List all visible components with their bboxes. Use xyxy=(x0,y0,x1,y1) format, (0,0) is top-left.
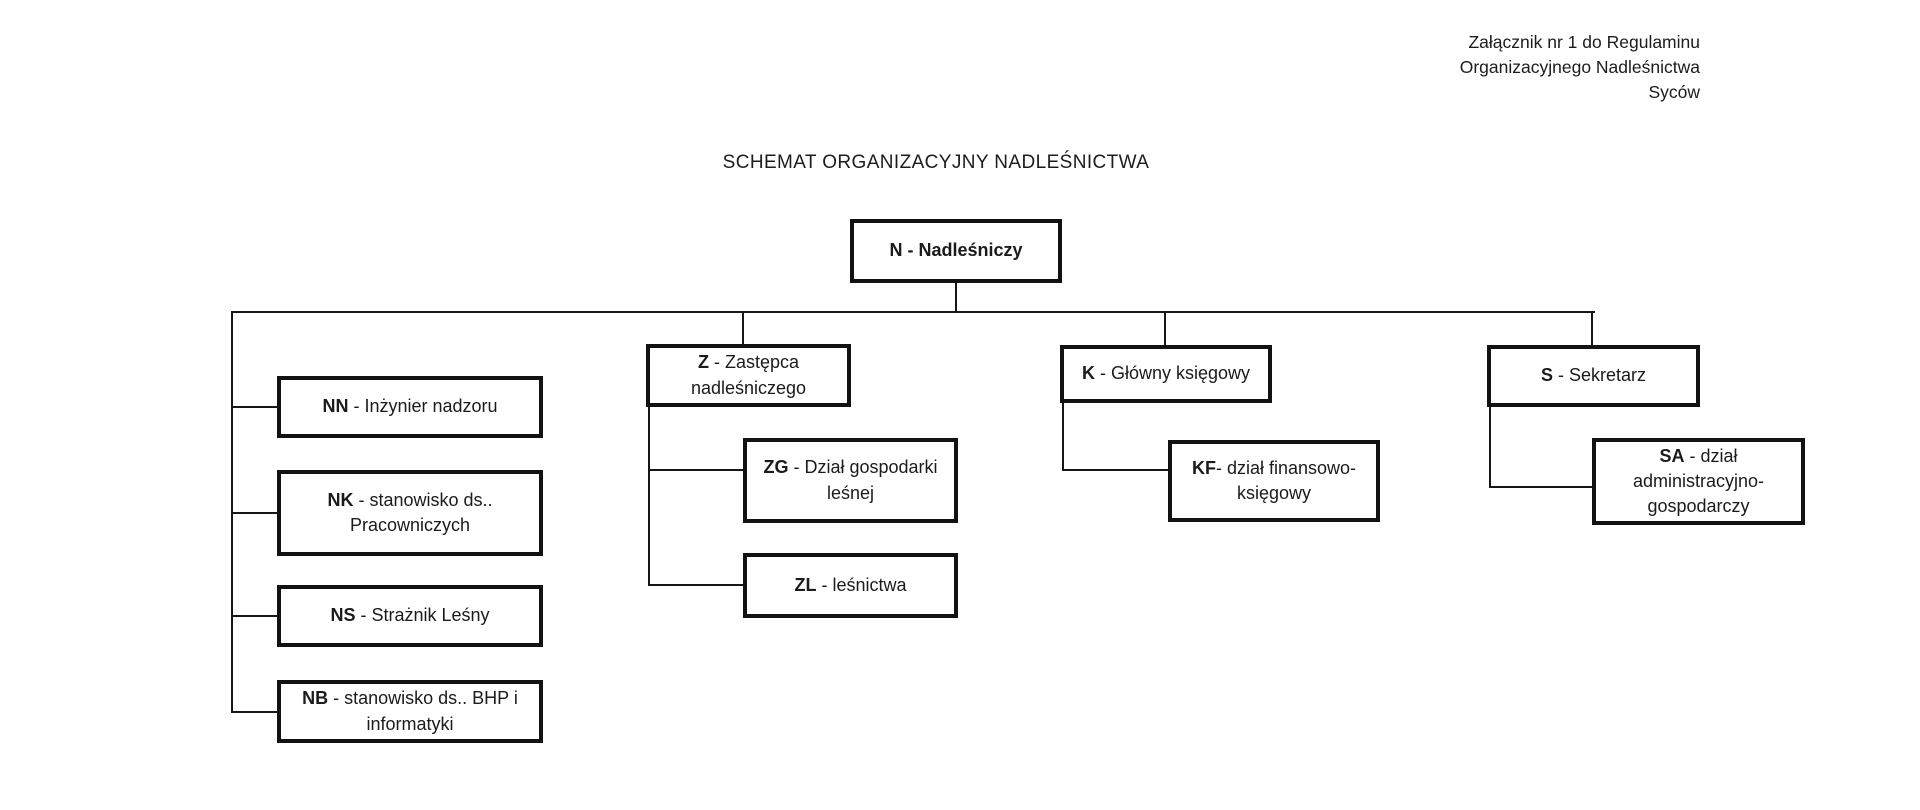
page-title: SCHEMAT ORGANIZACYJNY NADLEŚNICTWA xyxy=(722,152,1150,173)
org-node-k-label: K - Główny księgowy xyxy=(1082,361,1250,386)
org-node-sa: SA - dział administracyjno-gospodarczy xyxy=(1592,438,1805,525)
connector-k-spine xyxy=(1062,403,1064,471)
org-node-ns-code: NS xyxy=(330,605,356,626)
connector-main-bus xyxy=(231,311,1595,313)
org-node-k-code: K xyxy=(1081,363,1095,384)
attachment-note-line-3: Syców xyxy=(1648,81,1700,102)
org-node-nk-label: NK - stanowisko ds.. Pracowniczych xyxy=(289,488,531,538)
connector-stub-nn xyxy=(231,406,277,408)
attachment-note-line-1: Załącznik nr 1 do Regulaminu xyxy=(1468,32,1700,52)
org-node-z-code: Z xyxy=(697,352,709,373)
connector-s-spine xyxy=(1489,407,1491,488)
org-node-s-rest: - Sekretarz xyxy=(1552,365,1647,386)
org-node-zg: ZG - Dział gospodarki leśnej xyxy=(743,438,958,523)
org-node-zg-label: ZG - Dział gospodarki leśnej xyxy=(755,455,946,505)
org-node-sa-rest: - dział administracyjno-gospodarczy xyxy=(1632,445,1765,517)
connector-stub-zl xyxy=(648,584,743,586)
org-node-kf: KF- dział finansowo-księgowy xyxy=(1168,440,1380,522)
org-node-k: K - Główny księgowy xyxy=(1060,345,1272,403)
org-node-nb-label: NB - stanowisko ds.. BHP i informatyki xyxy=(289,686,531,736)
org-node-n-code: N xyxy=(889,240,903,261)
connector-stub-nb xyxy=(231,711,277,713)
org-node-nb-rest: - stanowisko ds.. BHP i informatyki xyxy=(328,688,518,734)
org-node-nb: NB - stanowisko ds.. BHP i informatyki xyxy=(277,680,543,743)
org-node-s-label: S - Sekretarz xyxy=(1541,363,1646,388)
org-node-sa-code: SA xyxy=(1659,445,1685,466)
connector-z-spine xyxy=(648,407,650,586)
org-node-ns-label: NS - Strażnik Leśny xyxy=(330,603,489,628)
org-node-zl-rest: - leśnictwa xyxy=(816,574,907,595)
org-node-nk-rest: - stanowisko ds.. Pracowniczych xyxy=(349,489,493,535)
org-node-z: Z - Zastępca nadleśniczego xyxy=(646,344,851,407)
org-node-nk: NK - stanowisko ds.. Pracowniczych xyxy=(277,470,543,556)
org-node-zl-code: ZL xyxy=(794,574,817,595)
org-node-zl: ZL - leśnictwa xyxy=(743,553,958,618)
org-node-kf-code: KF xyxy=(1191,457,1216,478)
org-node-z-label: Z - Zastępca nadleśniczego xyxy=(658,350,839,400)
connector-k-drop xyxy=(1164,311,1166,345)
org-node-nb-code: NB xyxy=(302,688,329,709)
attachment-note: Załącznik nr 1 do Regulaminu Organizacyj… xyxy=(1200,30,1700,105)
attachment-note-line-2: Organizacyjnego Nadleśnictwa xyxy=(1459,56,1700,77)
connector-stub-kf xyxy=(1062,469,1168,471)
org-node-n-label: N - Nadleśniczy xyxy=(889,238,1022,263)
org-node-kf-rest: - dział finansowo-księgowy xyxy=(1215,457,1357,503)
org-node-s-code: S xyxy=(1540,365,1553,386)
org-node-s: S - Sekretarz xyxy=(1487,345,1700,407)
org-node-zl-label: ZL - leśnictwa xyxy=(794,573,906,598)
org-node-ns: NS - Strażnik Leśny xyxy=(277,585,543,647)
org-node-ns-rest: - Strażnik Leśny xyxy=(355,605,490,626)
org-node-kf-label: KF- dział finansowo-księgowy xyxy=(1180,456,1368,506)
connector-z-drop xyxy=(742,311,744,344)
connector-root-drop xyxy=(955,283,957,312)
org-node-nn-label: NN - Inżynier nadzoru xyxy=(322,394,497,419)
org-node-z-rest: - Zastępca nadleśniczego xyxy=(690,352,807,398)
org-node-n: N - Nadleśniczy xyxy=(850,219,1062,283)
org-node-nn: NN - Inżynier nadzoru xyxy=(277,376,543,438)
connector-stub-ns xyxy=(231,615,277,617)
connector-stub-nk xyxy=(231,512,277,514)
connector-stub-zg xyxy=(648,469,743,471)
org-node-nn-rest: - Inżynier nadzoru xyxy=(348,396,498,417)
connector-stub-sa xyxy=(1489,486,1592,488)
org-node-n-rest: - Nadleśniczy xyxy=(902,240,1023,261)
connector-s-drop xyxy=(1591,311,1593,345)
org-node-nk-code: NK xyxy=(327,489,354,510)
org-node-zg-rest: - Dział gospodarki leśnej xyxy=(788,457,938,503)
org-node-zg-code: ZG xyxy=(763,457,789,478)
org-node-nn-code: NN xyxy=(322,396,349,417)
org-node-k-rest: - Główny księgowy xyxy=(1094,363,1251,384)
org-node-sa-label: SA - dział administracyjno-gospodarczy xyxy=(1604,444,1793,520)
